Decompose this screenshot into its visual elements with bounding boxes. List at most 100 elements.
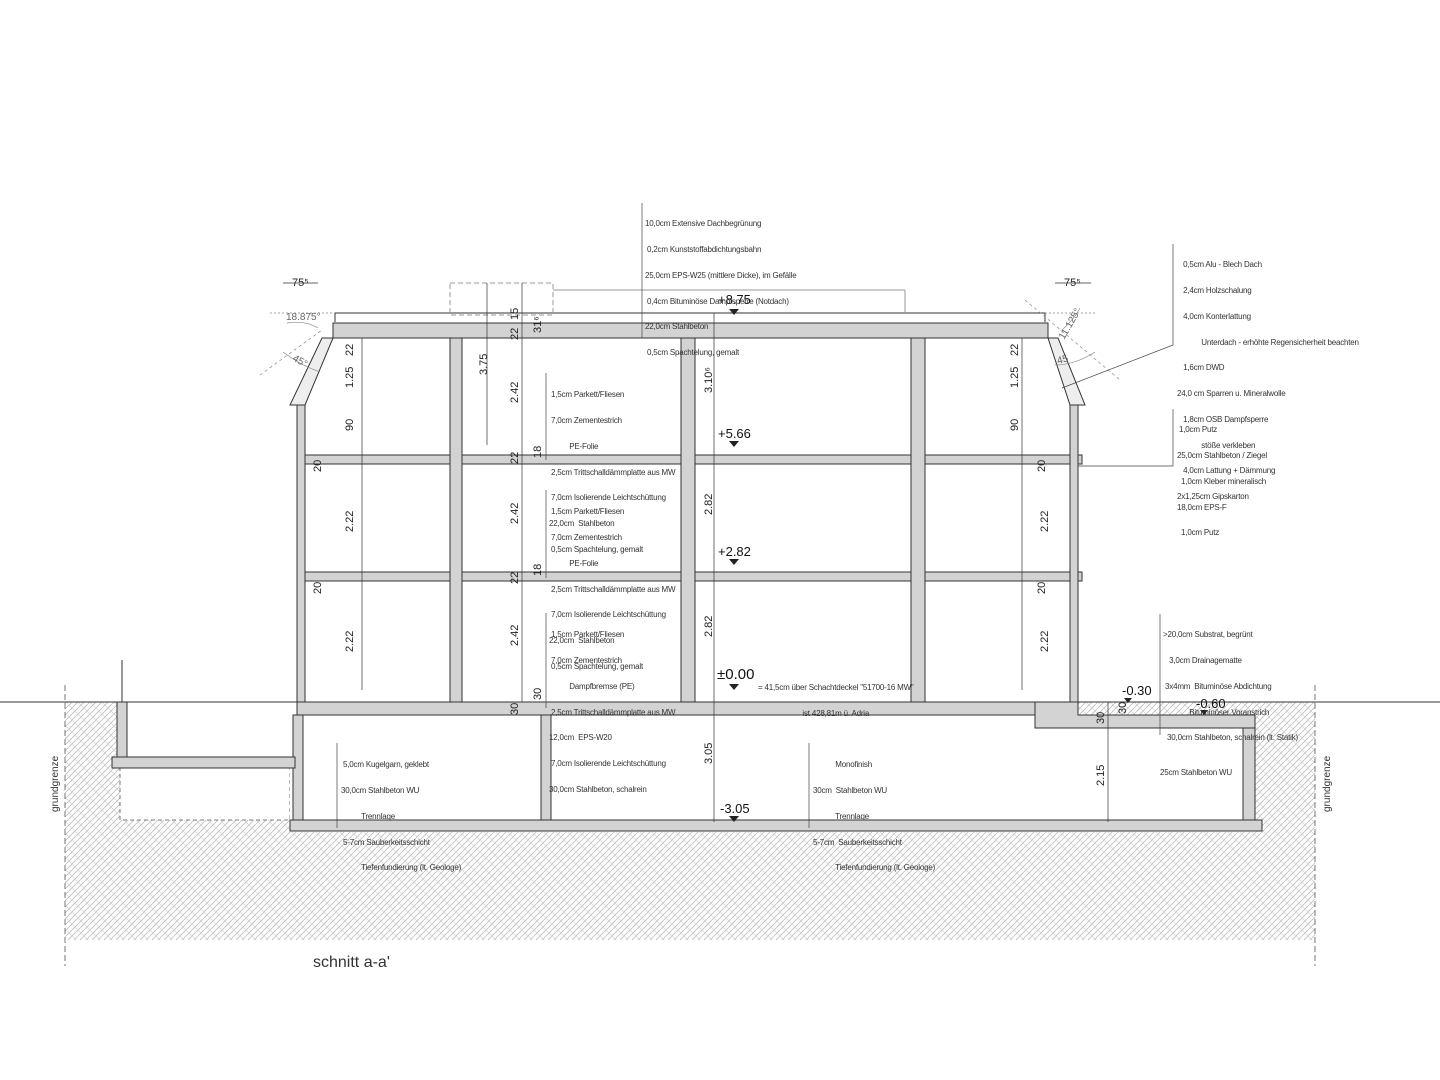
dim-right: 1.25 bbox=[1009, 367, 1021, 388]
annotation-basement-wall: 25cm Stahlbeton WU bbox=[1160, 768, 1232, 777]
dim-axis: 3.05 bbox=[703, 743, 715, 764]
layer-line: 0,2cm Kunststoffabdichtungsbahn bbox=[645, 244, 762, 254]
layer-line: stöße verkleben bbox=[1177, 440, 1256, 450]
layer-line: 2x1,25cm Gipskarton bbox=[1177, 492, 1249, 502]
layer-line: 7,0cm Zementestrich bbox=[549, 532, 622, 542]
boundary-label-left: grundgrenze bbox=[50, 755, 61, 812]
level-ground-floor: ±0.00 bbox=[717, 666, 754, 683]
dims-left: 22 1.25 90 20 2.22 20 2.22 bbox=[312, 344, 356, 652]
layer-line: 22,0cm Stahlbeton bbox=[645, 322, 709, 332]
dim-left: 2.22 bbox=[344, 511, 356, 532]
dim-axis: 2.82 bbox=[703, 616, 715, 637]
layer-line: 3x4mm Bituminöse Abdichtung bbox=[1163, 681, 1272, 691]
light-well-slab bbox=[111, 756, 296, 769]
layer-line: 1,5cm Parkett/Fliesen bbox=[549, 630, 625, 640]
annotation-datum: = 41,5cm über Schachtdeckel "51700-16 MW… bbox=[758, 667, 914, 727]
dim-east: 30 bbox=[1117, 702, 1129, 714]
layer-line: 30,0cm Stahlbeton WU bbox=[341, 785, 420, 795]
dim-center: 31⁶ bbox=[532, 316, 544, 333]
dim-right: 2.22 bbox=[1039, 511, 1051, 532]
layer-line: 4,0cm Konterlattung bbox=[1177, 311, 1251, 321]
layer-line: 1,5cm Parkett/Fliesen bbox=[549, 390, 625, 400]
angle-construction bbox=[259, 299, 1121, 381]
dim-left: 20 bbox=[312, 460, 324, 472]
level-markers bbox=[729, 309, 1208, 822]
boundary-label-right: grundgrenze bbox=[1322, 755, 1333, 812]
dim-center: 3.75 bbox=[478, 354, 490, 375]
excavation-void bbox=[119, 767, 291, 821]
dim-right: 20 bbox=[1036, 460, 1048, 472]
wall-left bbox=[296, 404, 306, 703]
annotation-terrace: >20,0cm Substrat, begrünt 3,0cm Drainage… bbox=[1163, 614, 1298, 752]
layer-line: Monofinish bbox=[813, 760, 872, 770]
dim-center: 22 bbox=[509, 452, 521, 464]
dim-right: 90 bbox=[1009, 419, 1021, 431]
layer-line: 0,4cm Bituminöse Dampfsperre (Notdach) bbox=[645, 296, 789, 306]
dim-axis: 3.10⁶ bbox=[703, 367, 715, 393]
layer-line: 25,0cm EPS-W25 (mittlere Dicke), im Gefä… bbox=[645, 270, 797, 280]
dim-center: 22 bbox=[509, 328, 521, 340]
dim-center: 2.42 bbox=[509, 503, 521, 524]
layer-line: 3,0cm Drainagematte bbox=[1163, 655, 1242, 665]
layer-line: 30cm Stahlbeton WU bbox=[813, 785, 888, 795]
attic-left bbox=[289, 337, 334, 406]
layer-line: 7,0cm Isolierende Leichtschüttung bbox=[549, 493, 666, 503]
dim-right: 2.22 bbox=[1039, 631, 1051, 652]
annotation-floor-0: 1,5cm Parkett/Fliesen 7,0cm Zementestric… bbox=[549, 614, 676, 803]
layer-line: 24,0 cm Sparren u. Mineralwolle bbox=[1177, 389, 1286, 399]
annotation-basement-left: 5,0cm Kugelgarn, geklebt 30,0cm Stahlbet… bbox=[341, 744, 461, 882]
layer-line: 0,5cm Alu - Blech Dach bbox=[1177, 260, 1262, 270]
wall-right bbox=[1069, 404, 1079, 703]
datum-line: = 41,5cm über Schachtdeckel "51700-16 MW… bbox=[758, 683, 914, 693]
dim-center: 30 bbox=[509, 703, 521, 715]
roof-skylight-outline bbox=[449, 282, 554, 316]
dim-right: 22 bbox=[1009, 344, 1021, 356]
dim-east: 30 bbox=[1095, 712, 1107, 724]
layer-line: 1,5cm Parkett/Fliesen bbox=[549, 507, 625, 517]
layer-line: 1,0cm Putz bbox=[1177, 528, 1220, 538]
basement-slab bbox=[289, 819, 1263, 832]
layer-line: 7,0cm Isolierende Leichtschüttung bbox=[549, 610, 666, 620]
dim-east: 2.15 bbox=[1095, 765, 1107, 786]
dim-center: 2.42 bbox=[509, 625, 521, 646]
dims-center: 15 22 31⁶ 3.75 2.42 22 18 2.42 22 18 2.4… bbox=[478, 308, 544, 715]
annotation-pitched-roof: 0,5cm Alu - Blech Dach 2,4cm Holzschalun… bbox=[1177, 244, 1359, 510]
level-roof: +8.75 bbox=[718, 292, 751, 307]
layer-line: 1,0cm Kleber mineralisch bbox=[1177, 476, 1267, 486]
column-1 bbox=[449, 337, 463, 703]
column-3 bbox=[910, 337, 926, 703]
layer-line: 1,0cm Putz bbox=[1177, 425, 1218, 435]
layer-line: 7,0cm Isolierende Leichtschüttung bbox=[549, 759, 666, 769]
annotation-basement-right: Monofinish 30cm Stahlbeton WU Trennlage … bbox=[813, 744, 935, 882]
layer-line: 0,5cm Spachtelung, gemalt bbox=[549, 544, 643, 554]
dims-axis: 3.10⁶ 2.82 2.82 3.05 bbox=[703, 367, 715, 764]
layer-line: Unterdach - erhöhte Regensicherheit beac… bbox=[1177, 337, 1359, 347]
layer-line: 1,8cm OSB Dampfsperre bbox=[1177, 414, 1269, 424]
angle-right-top: 11.125° bbox=[1057, 307, 1083, 342]
layer-line: 4,0cm Lattung + Dämmung bbox=[1177, 466, 1276, 476]
layer-line: 5,0cm Kugelgarn, geklebt bbox=[341, 760, 429, 770]
annotation-wall: 1,0cm Putz 25,0cm Stahlbeton / Ziegel 1,… bbox=[1177, 409, 1267, 547]
layer-line: 2,5cm Trittschalldämmplatte aus MW bbox=[549, 707, 676, 717]
layer-line: 7,0cm Zementestrich bbox=[549, 415, 622, 425]
parapet-line bbox=[334, 312, 1046, 322]
angle-right-bottom: 45 bbox=[1056, 353, 1070, 367]
light-well-void bbox=[127, 702, 293, 757]
layer-line: 2,5cm Trittschalldämmplatte aus MW bbox=[549, 467, 676, 477]
angle-left-bottom: 45° bbox=[291, 353, 310, 370]
structure bbox=[111, 282, 1263, 832]
layer-line: 5-7cm Sauberkeitsschicht bbox=[341, 837, 430, 847]
dim-axis: 2.82 bbox=[703, 494, 715, 515]
layer-line: 7,0cm Zementestrich bbox=[549, 655, 622, 665]
level-terrace: -0.30 bbox=[1122, 683, 1152, 698]
layer-line: 1,6cm DWD bbox=[1177, 363, 1225, 373]
layer-line: 0,5cm Spachtelung, gemalt bbox=[645, 348, 739, 358]
layer-line: 22,0cm Stahlbeton bbox=[549, 519, 615, 529]
dim-left: 2.22 bbox=[344, 631, 356, 652]
level-garden: -0.60 bbox=[1196, 696, 1226, 711]
layer-line: Dampfbremse (PE) bbox=[549, 681, 635, 691]
layer-line: PE-Folie bbox=[549, 441, 599, 451]
layer-line: 22,0cm Stahlbeton bbox=[549, 636, 615, 646]
dim-center: 18 bbox=[532, 564, 544, 576]
